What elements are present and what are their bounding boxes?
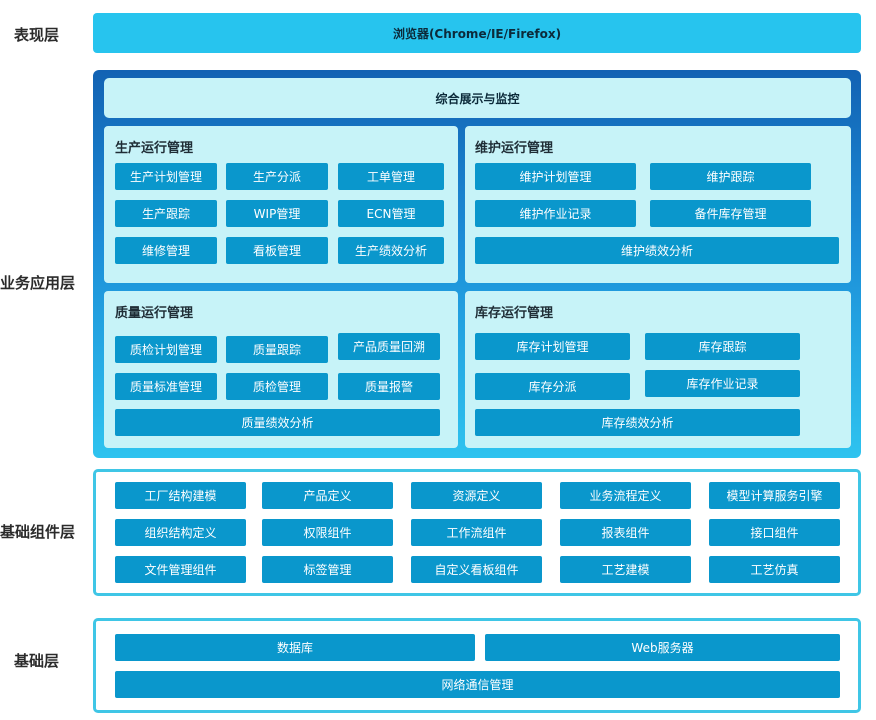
quality-panel-title: 质量运行管理: [115, 306, 194, 321]
module-quality: 质检计划管理: [115, 336, 217, 363]
module-quality: 质检管理: [226, 373, 328, 400]
module-inventory: 库存跟踪: [645, 333, 800, 360]
module-maintenance: 维护跟踪: [650, 163, 811, 190]
component-layer-frame: 工厂结构建模 产品定义 资源定义 业务流程定义 模型计算服务引擎 组织结构定义 …: [93, 469, 861, 596]
module-component: 工厂结构建模: [115, 482, 246, 509]
module-quality: 质量报警: [338, 373, 440, 400]
module-base: Web服务器: [485, 634, 840, 661]
module-component: 报表组件: [560, 519, 691, 546]
module-production: ECN管理: [338, 200, 444, 227]
module-component: 工作流组件: [411, 519, 542, 546]
module-production: 生产跟踪: [115, 200, 217, 227]
layer-label-presentation: 表现层: [14, 26, 60, 44]
module-production: 维修管理: [115, 237, 217, 264]
module-maintenance: 维护作业记录: [475, 200, 636, 227]
module-production: WIP管理: [226, 200, 328, 227]
module-component: 模型计算服务引擎: [709, 482, 840, 509]
inventory-panel-title: 库存运行管理: [475, 306, 554, 321]
layer-label-components: 基础组件层: [0, 523, 76, 541]
module-maintenance: 维护计划管理: [475, 163, 636, 190]
module-inventory: 库存计划管理: [475, 333, 630, 360]
production-panel: 生产运行管理 生产计划管理 生产分派 工单管理 生产跟踪 WIP管理 ECN管理…: [104, 126, 458, 283]
inventory-panel: 库存运行管理 库存计划管理 库存跟踪 库存分派 库存作业记录 库存绩效分析: [465, 291, 851, 448]
production-panel-title: 生产运行管理: [115, 141, 194, 156]
module-component: 资源定义: [411, 482, 542, 509]
module-base: 网络通信管理: [115, 671, 840, 698]
module-component: 文件管理组件: [115, 556, 246, 583]
module-component: 业务流程定义: [560, 482, 691, 509]
module-component: 权限组件: [262, 519, 393, 546]
module-inventory: 库存作业记录: [645, 370, 800, 397]
module-production: 生产分派: [226, 163, 328, 190]
module-quality: 质量跟踪: [226, 336, 328, 363]
module-production: 生产计划管理: [115, 163, 217, 190]
presentation-bar: 浏览器(Chrome/IE/Firefox): [93, 13, 861, 53]
module-inventory: 库存分派: [475, 373, 630, 400]
module-component: 组织结构定义: [115, 519, 246, 546]
module-inventory: 库存绩效分析: [475, 409, 800, 436]
module-component: 工艺建模: [560, 556, 691, 583]
module-production: 生产绩效分析: [338, 237, 444, 264]
module-component: 工艺仿真: [709, 556, 840, 583]
module-production: 工单管理: [338, 163, 444, 190]
module-component: 接口组件: [709, 519, 840, 546]
base-layer-frame: 数据库 Web服务器 网络通信管理: [93, 618, 861, 713]
display-monitor-bar: 综合展示与监控: [104, 78, 851, 118]
module-component: 标签管理: [262, 556, 393, 583]
maintenance-panel-title: 维护运行管理: [475, 141, 554, 156]
module-maintenance: 维护绩效分析: [475, 237, 839, 264]
module-quality: 质量绩效分析: [115, 409, 440, 436]
module-quality: 质量标准管理: [115, 373, 217, 400]
module-production: 看板管理: [226, 237, 328, 264]
quality-panel: 质量运行管理 质检计划管理 质量跟踪 产品质量回溯 质量标准管理 质检管理 质量…: [104, 291, 458, 448]
module-component: 产品定义: [262, 482, 393, 509]
module-component: 自定义看板组件: [411, 556, 542, 583]
module-maintenance: 备件库存管理: [650, 200, 811, 227]
layer-label-base: 基础层: [14, 652, 60, 670]
module-quality: 产品质量回溯: [338, 333, 440, 360]
layer-label-business: 业务应用层: [0, 274, 76, 292]
maintenance-panel: 维护运行管理 维护计划管理 维护跟踪 维护作业记录 备件库存管理 维护绩效分析: [465, 126, 851, 283]
module-base: 数据库: [115, 634, 475, 661]
